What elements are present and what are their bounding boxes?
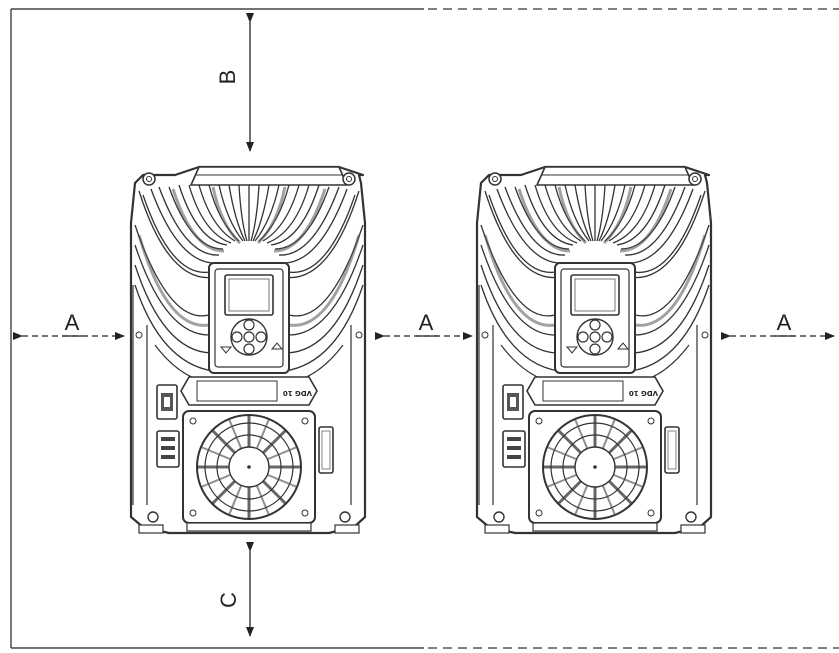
dimension-c-label: C bbox=[216, 592, 241, 608]
drive-unit-left: VDG 10 bbox=[129, 165, 367, 535]
wall-boundary bbox=[10, 8, 424, 649]
drive-unit-right: VDG 10 bbox=[475, 165, 713, 535]
dimension-a-right-label: A bbox=[777, 310, 792, 335]
dimension-c: C bbox=[216, 542, 254, 637]
nameplate-text-right: VDG 10 bbox=[629, 389, 658, 397]
dimension-a-left-label: A bbox=[65, 310, 80, 335]
dimension-a-middle-label: A bbox=[419, 310, 434, 335]
dimension-b-label: B bbox=[215, 70, 240, 85]
dimension-b: B bbox=[215, 13, 254, 152]
nameplate-text-left: VDG 10 bbox=[283, 389, 312, 397]
wall-boundary-dashed bbox=[428, 8, 839, 649]
